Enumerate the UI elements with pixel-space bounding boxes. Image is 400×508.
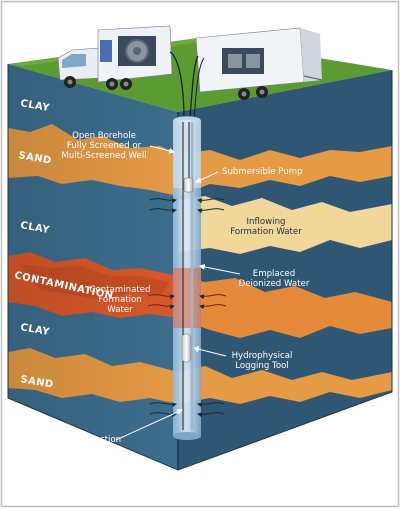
contaminated-water-label-1: Contaminated <box>90 285 151 295</box>
leader-logging-tool <box>192 346 227 357</box>
inflow-arrows-lower <box>149 402 225 418</box>
truck-cable <box>169 51 185 121</box>
contaminated-water-label-2: Formation <box>98 295 141 305</box>
contamination-layer-side <box>178 276 392 338</box>
logging-tool-icon <box>181 333 192 363</box>
logging-truck-icon <box>57 25 173 90</box>
emplaced-label-1: Emplaced <box>253 269 295 279</box>
fluid-trailer-icon <box>195 27 323 100</box>
logging-tool-label-2: Logging Tool <box>235 361 289 371</box>
submersible-pump-label: Submersible Pump <box>222 167 303 177</box>
layer-clay-3: CLAY <box>19 322 50 338</box>
inflow-arrows-contamination <box>147 294 227 310</box>
logging-truck-label: Logging Truck <box>46 12 104 22</box>
open-borehole-label-1: Open Borehole <box>72 131 136 141</box>
leader-open-borehole <box>149 145 176 154</box>
leader-riser <box>115 409 184 441</box>
trailer-cable <box>189 55 199 121</box>
inflowing-label-2: Formation Water <box>230 227 302 237</box>
logging-tool-label-1: Hydrophysical <box>232 351 293 361</box>
contaminated-water-label-3: Water <box>107 305 133 315</box>
borehole-well <box>172 115 202 440</box>
layer-clay-2: CLAY <box>19 220 50 236</box>
leader-emplaced <box>198 263 241 275</box>
sand-layer-side-1 <box>178 146 392 196</box>
sand-layer-side-2 <box>178 366 392 404</box>
inflow-layer-side <box>178 196 392 254</box>
submersible-pump-icon <box>183 177 194 193</box>
open-borehole-label-2: Fully Screened or <box>67 141 142 151</box>
riser-label-2: Water Riser <box>55 445 105 455</box>
leader-pump <box>194 171 219 183</box>
open-borehole-label-3: Multi-Screened Well <box>61 151 146 161</box>
riser-label-1: Deionized Injection <box>39 435 121 445</box>
emplaced-label-2: Deionized Water <box>239 279 310 289</box>
inflow-arrows-upper <box>149 198 225 214</box>
inflowing-label-1: Inflowing <box>247 217 286 227</box>
layer-clay-1: CLAY <box>19 98 50 114</box>
fluid-trailer-label: Fluid Management Trailer <box>222 12 329 22</box>
